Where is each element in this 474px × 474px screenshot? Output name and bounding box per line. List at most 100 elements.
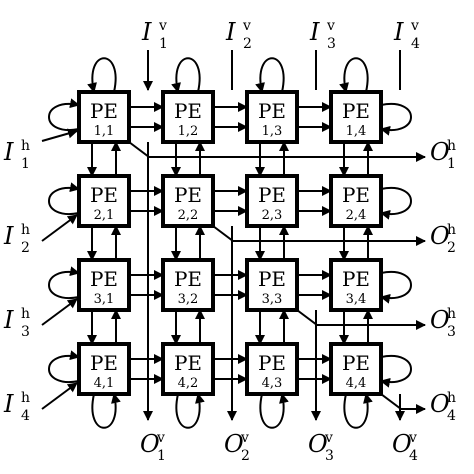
pe-box <box>77 342 131 396</box>
output-vertical-label-sup: v <box>156 430 165 446</box>
output-vertical-label-sub: 1 <box>157 448 166 464</box>
output-horizontal-label-sup: h <box>447 306 456 322</box>
pe-index: 4,4 <box>346 376 367 391</box>
input-horizontal-label-sup: h <box>21 390 30 406</box>
pe-label: PE <box>174 99 202 123</box>
input-horizontal-label-main: I <box>3 138 14 166</box>
output-vertical-label-main: O <box>224 430 244 458</box>
output-horizontal-label: Oh 3 <box>430 306 456 340</box>
pe-index: 4,1 <box>94 376 115 391</box>
input-vertical-label-main: I <box>225 18 236 46</box>
pe-box <box>161 342 215 396</box>
output-horizontal-label-sup: h <box>447 138 456 154</box>
pe-cell: PE1,4 <box>329 90 383 144</box>
pe-cell: PE3,1 <box>77 258 131 312</box>
output-horizontal-label-sub: 4 <box>447 408 456 424</box>
pe-label: PE <box>258 183 286 207</box>
self-loop-left-arrow <box>48 182 80 216</box>
pe-cell: PE4,4 <box>329 342 383 396</box>
pe-label: PE <box>342 183 370 207</box>
pe-label: PE <box>258 351 286 375</box>
pe-box <box>161 174 215 228</box>
input-vertical-label-main: I <box>393 18 404 46</box>
pe-label: PE <box>90 351 118 375</box>
output-vertical-label-sub: 2 <box>241 448 250 464</box>
output-horizontal-label: Oh4 <box>430 390 456 424</box>
pe-cell: PE1,3 <box>245 90 299 144</box>
pe-box <box>245 90 299 144</box>
input-vertical-label-main: I <box>309 18 320 46</box>
pe-label: PE <box>174 183 202 207</box>
pe-label: PE <box>258 267 286 291</box>
output-horizontal-arrow <box>128 141 426 162</box>
pe-index: 3,1 <box>94 292 115 307</box>
self-loop-top-arrow <box>255 57 285 93</box>
output-vertical-label: Ov4 <box>392 430 418 464</box>
pe-cell: PE3,3 <box>245 258 299 312</box>
input-vertical-label-sub: 4 <box>411 36 420 52</box>
pe-label: PE <box>342 267 370 291</box>
self-loop-top-arrow <box>339 57 369 93</box>
input-horizontal-label-main: I <box>3 306 14 334</box>
output-horizontal-label-main: O <box>430 306 450 334</box>
input-vertical-label-sup: v <box>326 18 335 34</box>
pe-box <box>77 174 131 228</box>
input-vertical-label-sub: 1 <box>159 36 168 52</box>
pe-index: 1,1 <box>94 124 115 139</box>
self-loop-right-arrow <box>380 354 412 388</box>
input-horizontal-label-sub: 1 <box>21 156 30 172</box>
input-vertical-label-sub: 3 <box>327 36 336 52</box>
pe-cell: PE4,2 <box>161 342 215 396</box>
output-horizontal-label-sub: 3 <box>447 324 456 340</box>
output-vertical-label-sup: v <box>324 430 333 446</box>
pe-index: 2,2 <box>178 208 199 223</box>
output-horizontal-label: Oh1 <box>430 138 456 172</box>
pe-cell: PE2,3 <box>245 174 299 228</box>
pe-label: PE <box>174 267 202 291</box>
input-vertical-label-sup: v <box>410 18 419 34</box>
pe-box <box>329 258 383 312</box>
input-vertical-label-main: I <box>141 18 152 46</box>
input-horizontal-label-sub: 4 <box>21 408 30 424</box>
input-vertical-label-sub: 2 <box>243 36 252 52</box>
output-horizontal-arrow <box>380 393 426 414</box>
self-loop-left-arrow <box>48 98 80 132</box>
pe-cell: PE2,1 <box>77 174 131 228</box>
pe-index: 2,4 <box>346 208 367 223</box>
wire-layer <box>41 50 426 429</box>
pe-box <box>245 342 299 396</box>
self-loop-left-arrow <box>48 266 80 300</box>
input-horizontal-wire <box>41 214 78 242</box>
pe-index: 1,2 <box>178 124 199 139</box>
pe-cell: PE3,2 <box>161 258 215 312</box>
pe-box <box>245 174 299 228</box>
input-horizontal-label-main: I <box>3 390 14 418</box>
output-vertical-label-main: O <box>392 430 412 458</box>
pe-box <box>329 90 383 144</box>
pe-box <box>161 258 215 312</box>
self-loop-right-arrow <box>380 186 412 220</box>
output-horizontal-label-sub: 2 <box>447 240 456 256</box>
pe-index: 3,3 <box>262 292 283 307</box>
pe-label: PE <box>90 267 118 291</box>
self-loop-right-arrow <box>380 102 412 136</box>
input-horizontal-wire <box>41 128 78 142</box>
pe-cell: PE2,2 <box>161 174 215 228</box>
output-horizontal-label-main: O <box>430 138 450 166</box>
pe-index: 3,2 <box>178 292 199 307</box>
input-vertical-label-sup: v <box>242 18 251 34</box>
pe-box <box>329 342 383 396</box>
pe-label: PE <box>342 351 370 375</box>
self-loop-right-arrow <box>380 270 412 304</box>
pe-label: PE <box>258 99 286 123</box>
output-vertical-label: Ov2 <box>224 430 250 464</box>
pe-index: 4,3 <box>262 376 283 391</box>
pe-cell: PE4,1 <box>77 342 131 396</box>
pe-box <box>77 90 131 144</box>
